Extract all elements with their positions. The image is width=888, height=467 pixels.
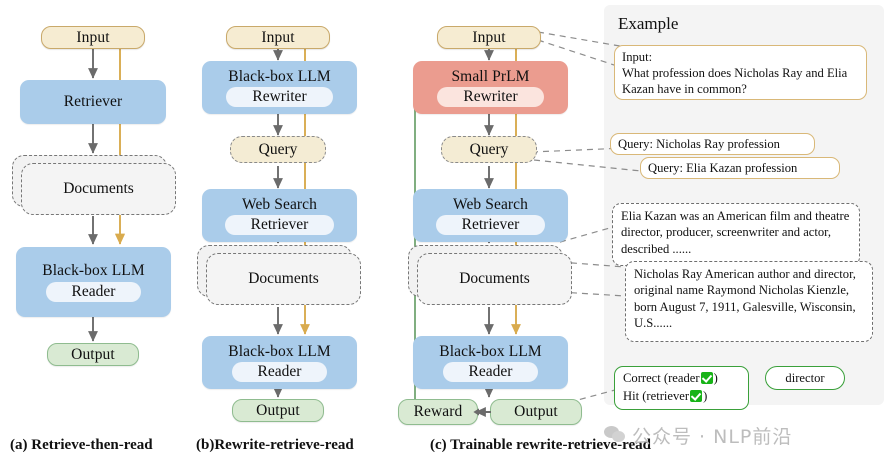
example-metric-hit-label: Hit (retriever <box>623 388 690 403</box>
panel-c-node-input[interactable]: Input <box>437 26 541 49</box>
panel-c-query-label: Query <box>469 140 509 158</box>
panel-c-rewriter-sublabel: Rewriter <box>437 87 544 108</box>
panel-a-retriever-label: Retriever <box>63 93 123 111</box>
example-query-2-box: Query: Elia Kazan profession <box>640 157 840 179</box>
example-input-label: Input: <box>622 50 653 64</box>
panel-b-node-output[interactable]: Output <box>232 399 324 422</box>
example-answer-box: director <box>765 366 845 390</box>
panel-b-retriever-sublabel: Retriever <box>224 215 335 236</box>
panel-a-reader-sublabel: Reader <box>45 281 142 302</box>
panel-b-reader-title: Black-box LLM <box>228 342 331 360</box>
panel-a-caption: (a) Retrieve-then-read <box>10 437 153 453</box>
panel-a-node-retriever[interactable]: Retriever <box>20 80 166 124</box>
panel-b-documents-label: Documents <box>248 270 319 287</box>
example-input-box: Input: What profession does Nicholas Ray… <box>614 45 867 100</box>
watermark: 公众号 · NLP前沿 <box>604 418 888 452</box>
example-title: Example <box>618 14 679 33</box>
panel-b-reader-sublabel: Reader <box>231 362 328 383</box>
documents-stack-front <box>206 253 361 305</box>
documents-stack-front <box>21 163 176 215</box>
panel-a-output-label: Output <box>71 345 115 363</box>
panel-b-rewriter-title: Black-box LLM <box>228 67 331 85</box>
panel-a-node-output[interactable]: Output <box>47 343 139 366</box>
example-metrics-box: Correct (reader) Hit (retriever) <box>614 366 749 410</box>
example-metric-hit: Hit (retriever) <box>623 388 740 406</box>
panel-c-node-reader[interactable]: Black-box LLM Reader <box>413 336 568 389</box>
panel-c-output-label: Output <box>514 403 558 421</box>
panel-c-node-retriever[interactable]: Web Search Retriever <box>413 189 568 242</box>
example-query-1-box: Query: Nicholas Ray profession <box>610 133 815 155</box>
example-metric-correct-tail: ) <box>713 371 718 385</box>
check-icon <box>700 372 713 384</box>
panel-b-rewriter-sublabel: Rewriter <box>226 87 333 108</box>
check-icon <box>690 389 703 402</box>
panel-b-node-reader[interactable]: Black-box LLM Reader <box>202 336 357 389</box>
panel-c-reader-title: Black-box LLM <box>439 342 542 360</box>
example-doc-1-text: Elia Kazan was an American film and thea… <box>621 209 850 256</box>
panel-b-node-query[interactable]: Query <box>230 136 326 163</box>
panel-c-node-output[interactable]: Output <box>490 399 582 425</box>
panel-b-node-retriever[interactable]: Web Search Retriever <box>202 189 357 242</box>
panel-b-node-rewriter[interactable]: Black-box LLM Rewriter <box>202 61 357 114</box>
example-doc-2-text: Nicholas Ray American author and directo… <box>634 267 856 331</box>
panel-b-node-input[interactable]: Input <box>226 26 330 49</box>
panel-a-node-documents[interactable]: Documents <box>12 155 184 216</box>
example-doc-2-box: Nicholas Ray American author and directo… <box>625 261 873 342</box>
example-query-2-text: Query: Elia Kazan profession <box>648 161 798 175</box>
example-metric-correct: Correct (reader) <box>623 370 740 388</box>
panel-b-output-label: Output <box>256 401 300 419</box>
panel-b-retriever-title: Web Search <box>241 195 318 213</box>
panel-c-node-documents[interactable]: Documents <box>408 245 580 306</box>
panel-c-documents-label: Documents <box>459 270 530 287</box>
watermark-text: 公众号 · NLP前沿 <box>632 425 793 448</box>
panel-c-rewriter-title: Small PrLM <box>451 67 530 85</box>
example-query-1-text: Query: Nicholas Ray profession <box>618 137 780 151</box>
example-input-text: What profession does Nicholas Ray and El… <box>622 65 848 96</box>
panel-c-caption: (c) Trainable rewrite-retrieve-read <box>430 437 652 453</box>
panel-a-documents-label: Documents <box>63 180 134 197</box>
panel-c-input-label: Input <box>472 28 506 46</box>
output-to-reward-arrow <box>473 407 491 417</box>
panel-b-caption: (b)Rewrite-retrieve-read <box>196 437 354 453</box>
panel-b-input-label: Input <box>261 28 295 46</box>
example-answer-text: director <box>785 370 825 385</box>
example-doc-1-box: Elia Kazan was an American film and thea… <box>612 203 860 266</box>
panel-a-node-input[interactable]: Input <box>41 26 145 49</box>
panel-b-node-documents[interactable]: Documents <box>197 245 369 306</box>
panel-a-input-label: Input <box>76 28 110 46</box>
wechat-icon <box>604 426 626 444</box>
panel-c-retriever-sublabel: Retriever <box>435 215 546 236</box>
panel-b-query-label: Query <box>258 140 298 158</box>
panel-c-node-reward[interactable]: Reward <box>398 399 478 425</box>
panel-c-node-rewriter[interactable]: Small PrLM Rewriter <box>413 61 568 114</box>
panel-c-node-query[interactable]: Query <box>441 136 537 163</box>
panel-c-reader-sublabel: Reader <box>442 362 539 383</box>
example-metric-correct-label: Correct (reader <box>623 371 700 385</box>
documents-stack-front <box>417 253 572 305</box>
example-metric-hit-tail: ) <box>703 388 708 403</box>
panel-a-node-reader[interactable]: Black-box LLM Reader <box>16 247 171 317</box>
panel-c-reward-label: Reward <box>413 403 463 421</box>
panel-c-retriever-title: Web Search <box>452 195 529 213</box>
panel-a-reader-title: Black-box LLM <box>42 262 145 280</box>
